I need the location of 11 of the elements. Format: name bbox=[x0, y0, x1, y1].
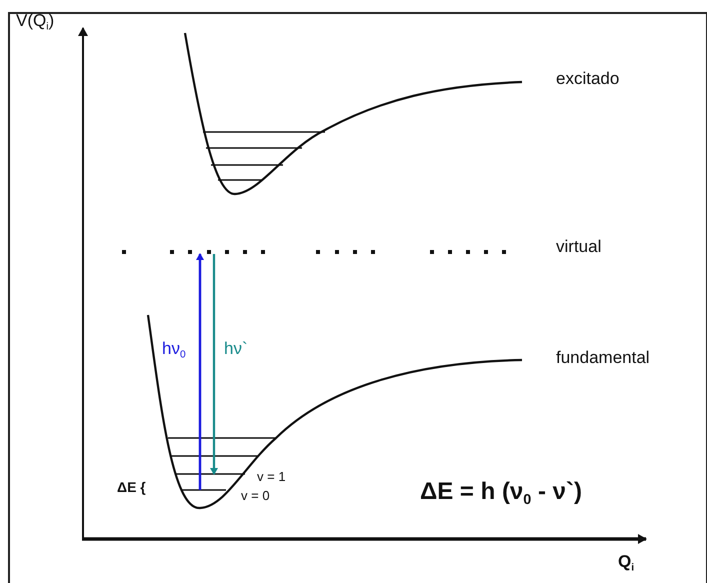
level-label: v = 1 bbox=[257, 470, 286, 483]
axis-label: V(Q$_{i}$) bbox=[16, 12, 54, 33]
level-label: v = 0 bbox=[241, 489, 270, 502]
state-label: excitado bbox=[556, 70, 620, 87]
state-label: fundamental bbox=[556, 349, 650, 366]
photon-label: hν` bbox=[224, 340, 248, 357]
axis-label: Q$_{i}$ bbox=[618, 553, 634, 574]
photon-label: hν$_{0}$ bbox=[162, 340, 186, 361]
state-label: virtual bbox=[556, 238, 602, 255]
energy-gap-label: ΔE { bbox=[117, 480, 146, 494]
equation: ΔE = h (ν$_{0}$ - ν`) bbox=[420, 480, 582, 508]
